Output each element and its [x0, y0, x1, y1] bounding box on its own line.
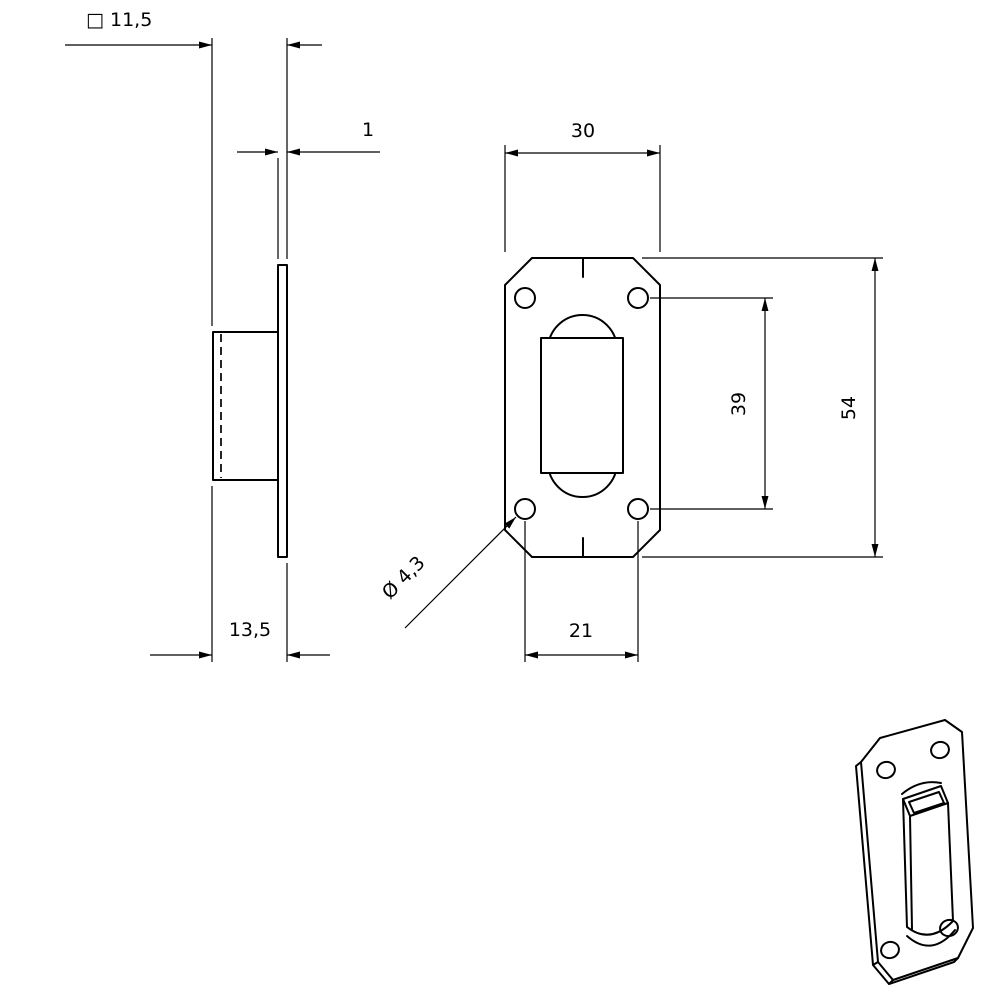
side-channel: [212, 331, 279, 481]
side-view: □ 11,5 1 13,5: [65, 9, 380, 662]
hole-top-right: [627, 287, 649, 309]
front-plate-outline: [504, 257, 661, 558]
iso-hole-top-left: [876, 760, 896, 780]
hole-top-left: [514, 287, 536, 309]
dim-square-profile-label: □ 11,5: [86, 9, 152, 31]
hole-bottom-right: [627, 498, 649, 520]
hole-bottom-left: [514, 498, 536, 520]
latch-box: [540, 337, 624, 474]
iso-channel-inner-mouth: [908, 791, 945, 814]
front-view: 30 21 39 54 Ø 4,3: [378, 120, 883, 662]
dim-plate-thickness-label: 1: [362, 119, 374, 141]
dim-hole-spacing-horizontal-label: 21: [569, 620, 593, 642]
iso-plate-thickness: [855, 761, 959, 985]
iso-hole-top-right: [930, 740, 950, 760]
dim-side-depth-label: 13,5: [229, 619, 271, 641]
iso-slot-top-arc: [901, 781, 942, 795]
dim-hole-spacing-vertical-label: 39: [728, 392, 750, 416]
dim-front-height-label: 54: [838, 396, 860, 420]
iso-plate-outline: [860, 719, 974, 981]
side-plate: [277, 264, 288, 558]
iso-hole-bottom-right: [939, 918, 959, 938]
dim-hole-diameter-label: Ø 4,3: [378, 552, 430, 604]
dim-front-width-label: 30: [571, 120, 595, 142]
iso-channel-front-edge: [909, 815, 913, 930]
iso-slot-bottom-arc: [906, 929, 956, 947]
iso-channel-outline: [902, 785, 954, 936]
leader-line: [404, 516, 517, 629]
isometric-view: [855, 719, 974, 985]
iso-hole-bottom-left: [880, 940, 900, 960]
